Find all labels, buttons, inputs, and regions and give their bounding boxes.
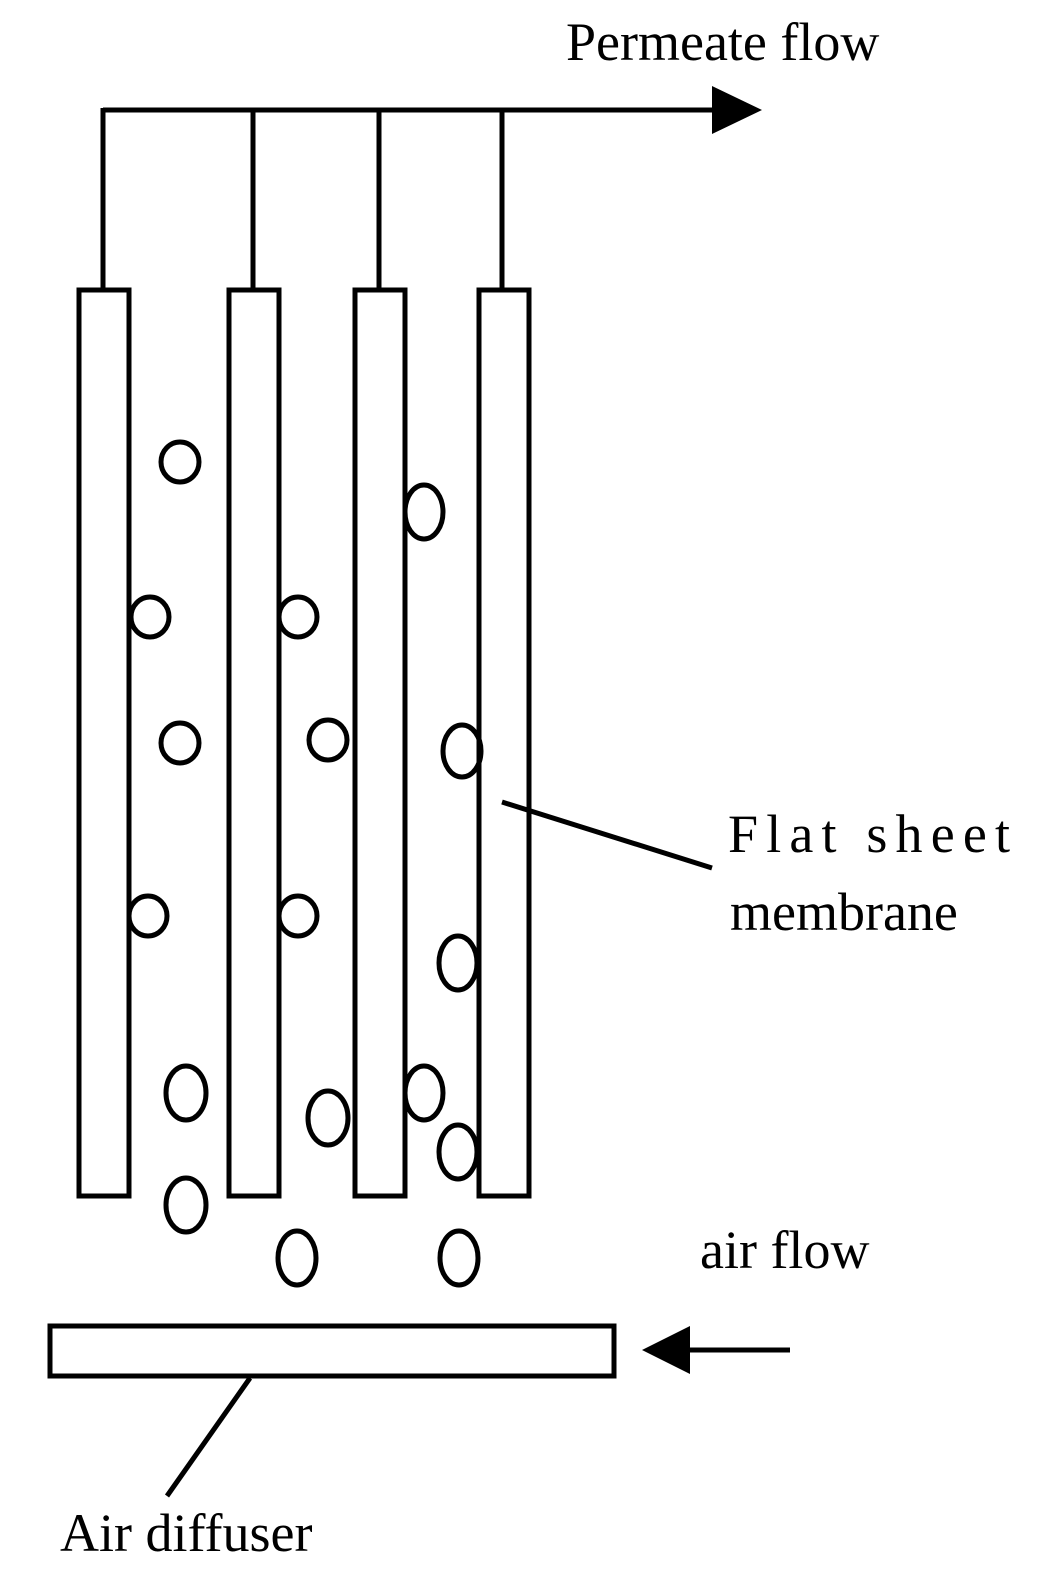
- diffuser-leader-line: [164, 1376, 253, 1498]
- bubble: [440, 722, 484, 780]
- permeate-flow-arrowhead: [712, 86, 762, 134]
- bubble: [276, 893, 320, 939]
- bubble: [128, 594, 172, 640]
- membrane-sheet-4: [476, 287, 532, 1199]
- membrane-leader-line: [501, 799, 713, 871]
- bubble: [163, 1063, 209, 1123]
- membrane-label-line1: Flat sheet: [728, 804, 1010, 864]
- bubble: [306, 717, 350, 763]
- bubble: [163, 1175, 209, 1235]
- membrane-sheet-1: [76, 287, 132, 1199]
- bubble: [436, 933, 480, 993]
- bubble: [402, 482, 446, 542]
- bubble: [158, 439, 202, 485]
- bubble: [402, 1063, 446, 1123]
- bubble: [275, 1228, 319, 1288]
- bubble: [126, 893, 170, 939]
- bubble: [305, 1088, 351, 1148]
- air-flow-arrowhead: [642, 1326, 690, 1374]
- bubble: [158, 720, 202, 766]
- air-flow-label: air flow: [700, 1220, 869, 1280]
- membrane-sheet-3: [352, 287, 408, 1199]
- membrane-label-line2: membrane: [730, 882, 958, 942]
- bubble: [436, 1122, 480, 1182]
- bubble: [437, 1228, 481, 1288]
- bubble: [276, 594, 320, 640]
- air-diffuser-label: Air diffuser: [60, 1503, 312, 1563]
- membrane-sheet-2: [226, 287, 282, 1199]
- air-diffuser: [47, 1323, 617, 1379]
- permeate-flow-label: Permeate flow: [566, 12, 879, 72]
- air-bubbles: [126, 439, 484, 1288]
